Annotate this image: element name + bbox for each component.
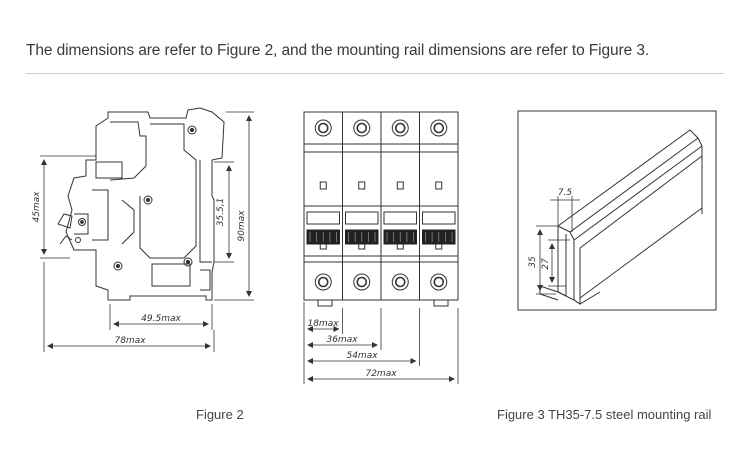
dim-7-5: 7.5 [558, 188, 573, 198]
dim-35: 35 [528, 256, 538, 268]
indicator-window-lower [319, 243, 327, 250]
terminal-screw-bottom-inner [317, 276, 329, 288]
dim-90max: 90max [237, 210, 247, 242]
terminal-screw-bottom-inner [394, 276, 406, 288]
indicator-window [396, 181, 404, 190]
indicator-window-lower [358, 243, 366, 250]
terminal-screw-top-inner [356, 122, 368, 134]
dim-49-5max: 49.5max [141, 314, 181, 324]
terminal-screw-bottom-inner [433, 276, 445, 288]
front-view-dimensions [303, 302, 459, 384]
indicator-window [435, 181, 443, 190]
terminal-screw-top-inner [433, 122, 445, 134]
dim-35-5: 35.5,1 [216, 198, 226, 227]
front-view-poles [306, 119, 456, 291]
terminal-screw-bottom [430, 273, 448, 291]
indicator-window-lower [435, 243, 443, 250]
dim-54max: 54max [346, 351, 378, 361]
dim-27: 27 [541, 258, 551, 270]
terminal-screw-top-inner [317, 122, 329, 134]
indicator-window [319, 181, 327, 190]
terminal-screw-bottom [353, 273, 371, 291]
intro-text: The dimensions are refer to Figure 2, an… [26, 42, 650, 59]
toggle-lever-top [422, 211, 456, 225]
terminal-screw-top [430, 119, 448, 137]
indicator-window [358, 181, 366, 190]
terminal-screw-bottom-inner [356, 276, 368, 288]
indicator-window-lower [396, 243, 404, 250]
terminal-screw-top-inner [394, 122, 406, 134]
header-divider [26, 73, 724, 74]
terminal-screw-top [314, 119, 332, 137]
toggle-lever-top [306, 211, 340, 225]
din-rail-dimensions [536, 196, 580, 295]
figure-3-caption: Figure 3 TH35-7.5 steel mounting rail [497, 407, 712, 422]
dim-45max: 45max [32, 191, 42, 223]
terminal-screw-top [391, 119, 409, 137]
toggle-lever-top [345, 211, 379, 225]
din-rail-frame [517, 110, 717, 311]
toggle-lever-top [383, 211, 417, 225]
din-rail [539, 129, 703, 305]
figure-2-caption: Figure 2 [196, 407, 244, 422]
side-view-breaker [57, 107, 225, 301]
dim-78max: 78max [114, 336, 146, 346]
dim-18max: 18max [307, 319, 339, 329]
front-view-breaker [303, 111, 459, 307]
dim-36max: 36max [326, 335, 358, 345]
side-view-dimensions [40, 111, 254, 352]
dim-72max: 72max [365, 369, 397, 379]
terminal-screw-bottom [314, 273, 332, 291]
terminal-screw-top [353, 119, 371, 137]
terminal-screw-bottom [391, 273, 409, 291]
